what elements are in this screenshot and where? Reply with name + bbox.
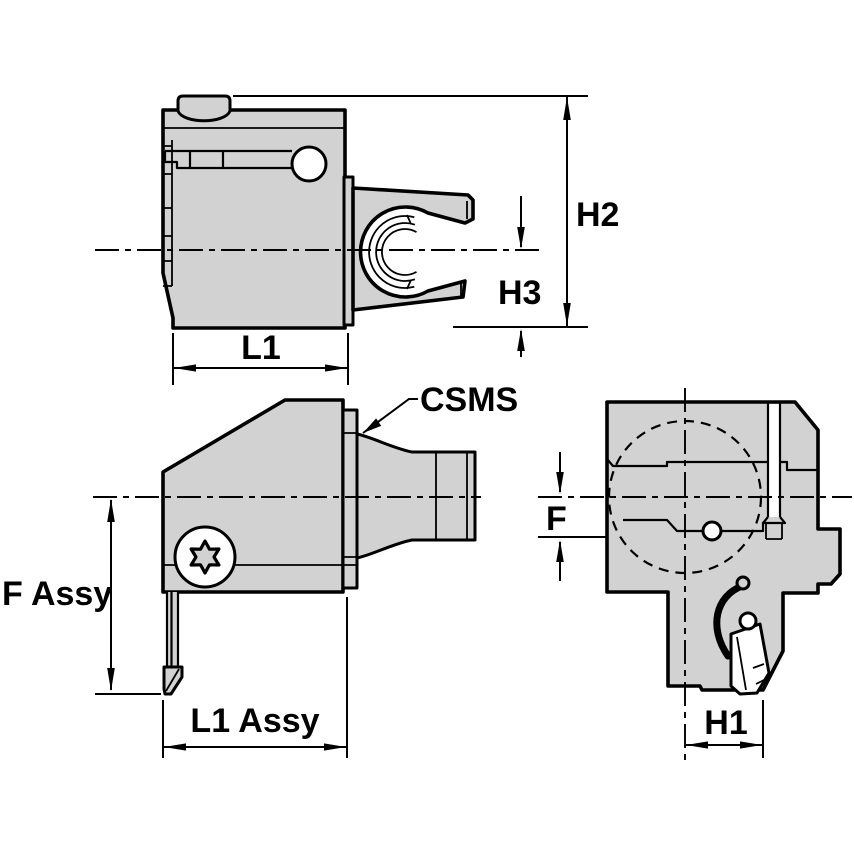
clamp-slit-edges <box>766 403 782 517</box>
h3-arrow-down <box>517 227 525 249</box>
end-view <box>538 388 852 762</box>
shank-flange <box>341 408 359 590</box>
csms-leader-arrowhead <box>363 418 382 433</box>
pocket-right-lines <box>780 460 818 472</box>
l1-assy-extension-lines <box>162 597 348 758</box>
clamp-slit-flare <box>761 516 787 525</box>
l1-arrow-left <box>174 364 196 372</box>
h1-arrow-left <box>686 741 708 749</box>
f-assy-arrow-up <box>107 499 115 522</box>
torx-socket <box>189 539 221 575</box>
h1-arrow-right <box>740 741 762 749</box>
clamp-slit <box>768 404 780 517</box>
l1-extension-lines <box>172 333 349 385</box>
insert-end-view <box>729 622 771 696</box>
shank-edge-ticks <box>343 432 357 558</box>
spring-clamp-hook <box>713 582 746 660</box>
csms-label: CSMS <box>420 381 518 419</box>
pocket-top-lines <box>606 458 768 468</box>
h3-arrow-up <box>517 329 525 351</box>
l1-arrow-right <box>325 364 347 372</box>
side-view <box>95 94 540 330</box>
assembly-view-dimensions: F Assy L1 Assy <box>2 499 348 758</box>
h1-label: H1 <box>704 704 747 742</box>
clamp-slit-lower-box <box>765 523 783 540</box>
h3-label: H3 <box>498 274 541 312</box>
csms-leader-line <box>362 398 418 434</box>
holder-body-outline <box>161 108 347 330</box>
blade-shelf-lines <box>623 518 765 533</box>
f-assy-label: F Assy <box>2 575 112 613</box>
slot-end-hole <box>290 145 328 183</box>
f-label: F <box>546 500 567 538</box>
left-face-ticks <box>163 145 172 287</box>
f-assy-arrow-down <box>107 668 115 691</box>
l1-assy-arrow-right <box>324 743 346 751</box>
shank-detail-lines <box>435 452 468 540</box>
spring-clamp-tip <box>735 575 751 591</box>
side-view-dimensions: H2 H3 L1 <box>172 95 619 385</box>
assembly-side-view: CSMS <box>93 381 518 696</box>
f-arrow-down <box>556 472 564 494</box>
l1-assy-arrow-left <box>164 743 186 751</box>
h2-arrow-bottom <box>563 303 571 326</box>
clamp-fork <box>351 186 475 312</box>
f-arrow-up <box>556 540 564 562</box>
h2-arrow-top <box>563 97 571 120</box>
collar-ring-arcs <box>368 215 417 289</box>
h2-extension-lines <box>233 95 588 328</box>
insert-facet-line <box>165 668 180 692</box>
top-boss <box>176 94 232 123</box>
l1-assy-label: L1 Assy <box>190 702 319 740</box>
end-view-dimensions: F H1 <box>538 452 764 758</box>
spring-pin-slot <box>163 149 292 170</box>
locator-pin <box>701 520 723 542</box>
l1-label: L1 <box>241 329 281 367</box>
end-view-outline <box>605 400 842 692</box>
insert-screw-head <box>738 611 758 631</box>
blade-strip-edges <box>165 592 180 667</box>
fork-tip-chamfer-lines <box>406 201 468 296</box>
shank <box>355 432 477 560</box>
insert-end-facets <box>736 636 767 691</box>
h2-label: H2 <box>576 196 619 234</box>
